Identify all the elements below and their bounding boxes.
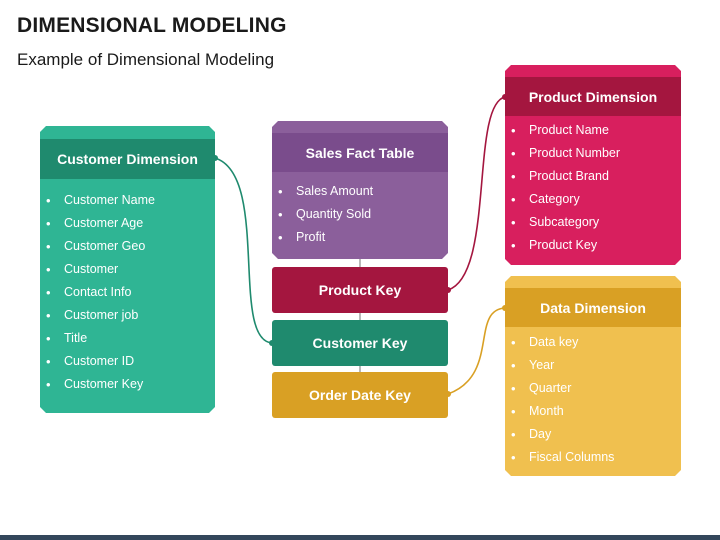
- list-item: Title: [40, 327, 215, 350]
- list-item: Customer: [40, 258, 215, 281]
- list-item: Customer ID: [40, 350, 215, 373]
- list-item: Contact Info: [40, 281, 215, 304]
- list-item: Year: [505, 354, 681, 377]
- list-item: Customer Name: [40, 189, 215, 212]
- data-dimension-list: Data key Year Quarter Month Day Fiscal C…: [505, 331, 681, 469]
- list-item: Quarter: [505, 377, 681, 400]
- product-connector: [447, 96, 506, 291]
- list-item: Product Brand: [505, 165, 681, 188]
- list-item: Customer Key: [40, 373, 215, 396]
- list-item: Customer job: [40, 304, 215, 327]
- page-title: DIMENSIONAL MODELING: [17, 14, 287, 37]
- product-dimension-list: Product Name Product Number Product Bran…: [505, 119, 681, 257]
- data-dimension-box: Data Dimension Data key Year Quarter Mon…: [505, 276, 681, 476]
- product-dimension-title: Product Dimension: [505, 77, 681, 116]
- sales-fact-table-title: Sales Fact Table: [272, 133, 448, 172]
- sales-fact-table-list: Sales Amount Quantity Sold Profit: [272, 180, 448, 249]
- date-connector: [447, 307, 506, 395]
- list-item: Category: [505, 188, 681, 211]
- list-item: Sales Amount: [272, 180, 448, 203]
- list-item: Quantity Sold: [272, 203, 448, 226]
- list-item: Customer Age: [40, 212, 215, 235]
- list-item: Data key: [505, 331, 681, 354]
- page-subtitle: Example of Dimensional Modeling: [17, 50, 275, 69]
- customer-dimension-title: Customer Dimension: [40, 139, 215, 179]
- customer-dimension-box: Customer Dimension Customer Name Custome…: [40, 126, 215, 413]
- list-item: Product Number: [505, 142, 681, 165]
- customer-key-box: Customer Key: [272, 320, 448, 366]
- footer-bar: [0, 535, 720, 540]
- data-dimension-title: Data Dimension: [505, 288, 681, 327]
- list-item: Month: [505, 400, 681, 423]
- sales-fact-table-box: Sales Fact Table Sales Amount Quantity S…: [272, 121, 448, 259]
- product-dimension-box: Product Dimension Product Name Product N…: [505, 65, 681, 265]
- list-item: Customer Geo: [40, 235, 215, 258]
- order-date-key-box: Order Date Key: [272, 372, 448, 418]
- list-item: Fiscal Columns: [505, 446, 681, 469]
- list-item: Profit: [272, 226, 448, 249]
- list-item: Subcategory: [505, 211, 681, 234]
- customer-connector: [214, 157, 273, 344]
- customer-dimension-list: Customer Name Customer Age Customer Geo …: [40, 189, 215, 396]
- product-key-box: Product Key: [272, 267, 448, 313]
- list-item: Product Name: [505, 119, 681, 142]
- list-item: Product Key: [505, 234, 681, 257]
- list-item: Day: [505, 423, 681, 446]
